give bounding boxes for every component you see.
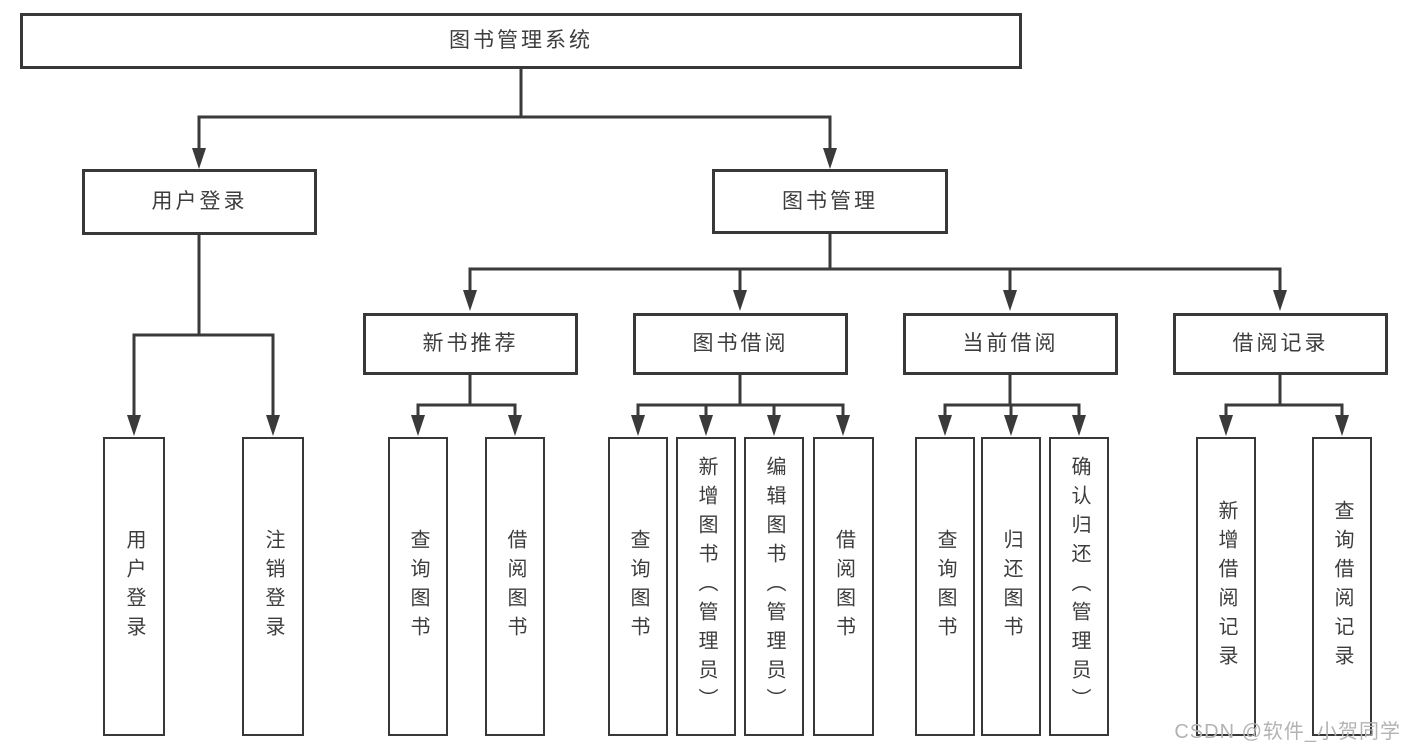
node-leaf-query-borrow-record: 查询借阅记录 <box>1312 437 1372 736</box>
node-leaf-borrow-books: 借阅图书 <box>813 437 874 736</box>
node-leaf-logout: 注销登录 <box>242 437 304 736</box>
connector-book-borrow-to-children <box>631 374 850 436</box>
node-leaf-edit-book-admin: 编辑图书（管理员） <box>744 437 804 736</box>
connector-borrow-records-to-children <box>1219 374 1349 436</box>
connector-current-borrow-to-children <box>938 374 1086 436</box>
node-leaf-query-books-current: 查询图书 <box>915 437 975 736</box>
node-book-borrow: 图书借阅 <box>633 313 848 375</box>
connector-new-book-recommend-to-children <box>411 374 522 436</box>
connector-root-to-level2 <box>192 67 837 169</box>
node-current-borrow: 当前借阅 <box>903 313 1118 375</box>
node-borrow-records: 借阅记录 <box>1173 313 1388 375</box>
node-book-management: 图书管理 <box>712 169 948 234</box>
node-leaf-confirm-return-admin: 确认归还（管理员） <box>1049 437 1109 736</box>
node-leaf-query-books-recommend: 查询图书 <box>388 437 448 736</box>
node-root: 图书管理系统 <box>20 13 1022 69</box>
connector-book-management-to-level3 <box>463 232 1287 311</box>
node-leaf-add-borrow-record: 新增借阅记录 <box>1196 437 1256 736</box>
node-leaf-borrow-books-recommend: 借阅图书 <box>485 437 545 736</box>
node-leaf-return-book: 归还图书 <box>981 437 1041 736</box>
node-leaf-query-books-borrow: 查询图书 <box>608 437 668 736</box>
node-leaf-add-book-admin: 新增图书（管理员） <box>676 437 736 736</box>
connector-user-login-to-children <box>127 234 280 436</box>
csdn-watermark: CSDN @软件_小贺同学 <box>1174 721 1401 743</box>
node-leaf-user-login: 用户登录 <box>103 437 165 736</box>
node-new-book-recommend: 新书推荐 <box>363 313 578 375</box>
node-user-login: 用户登录 <box>82 169 317 235</box>
